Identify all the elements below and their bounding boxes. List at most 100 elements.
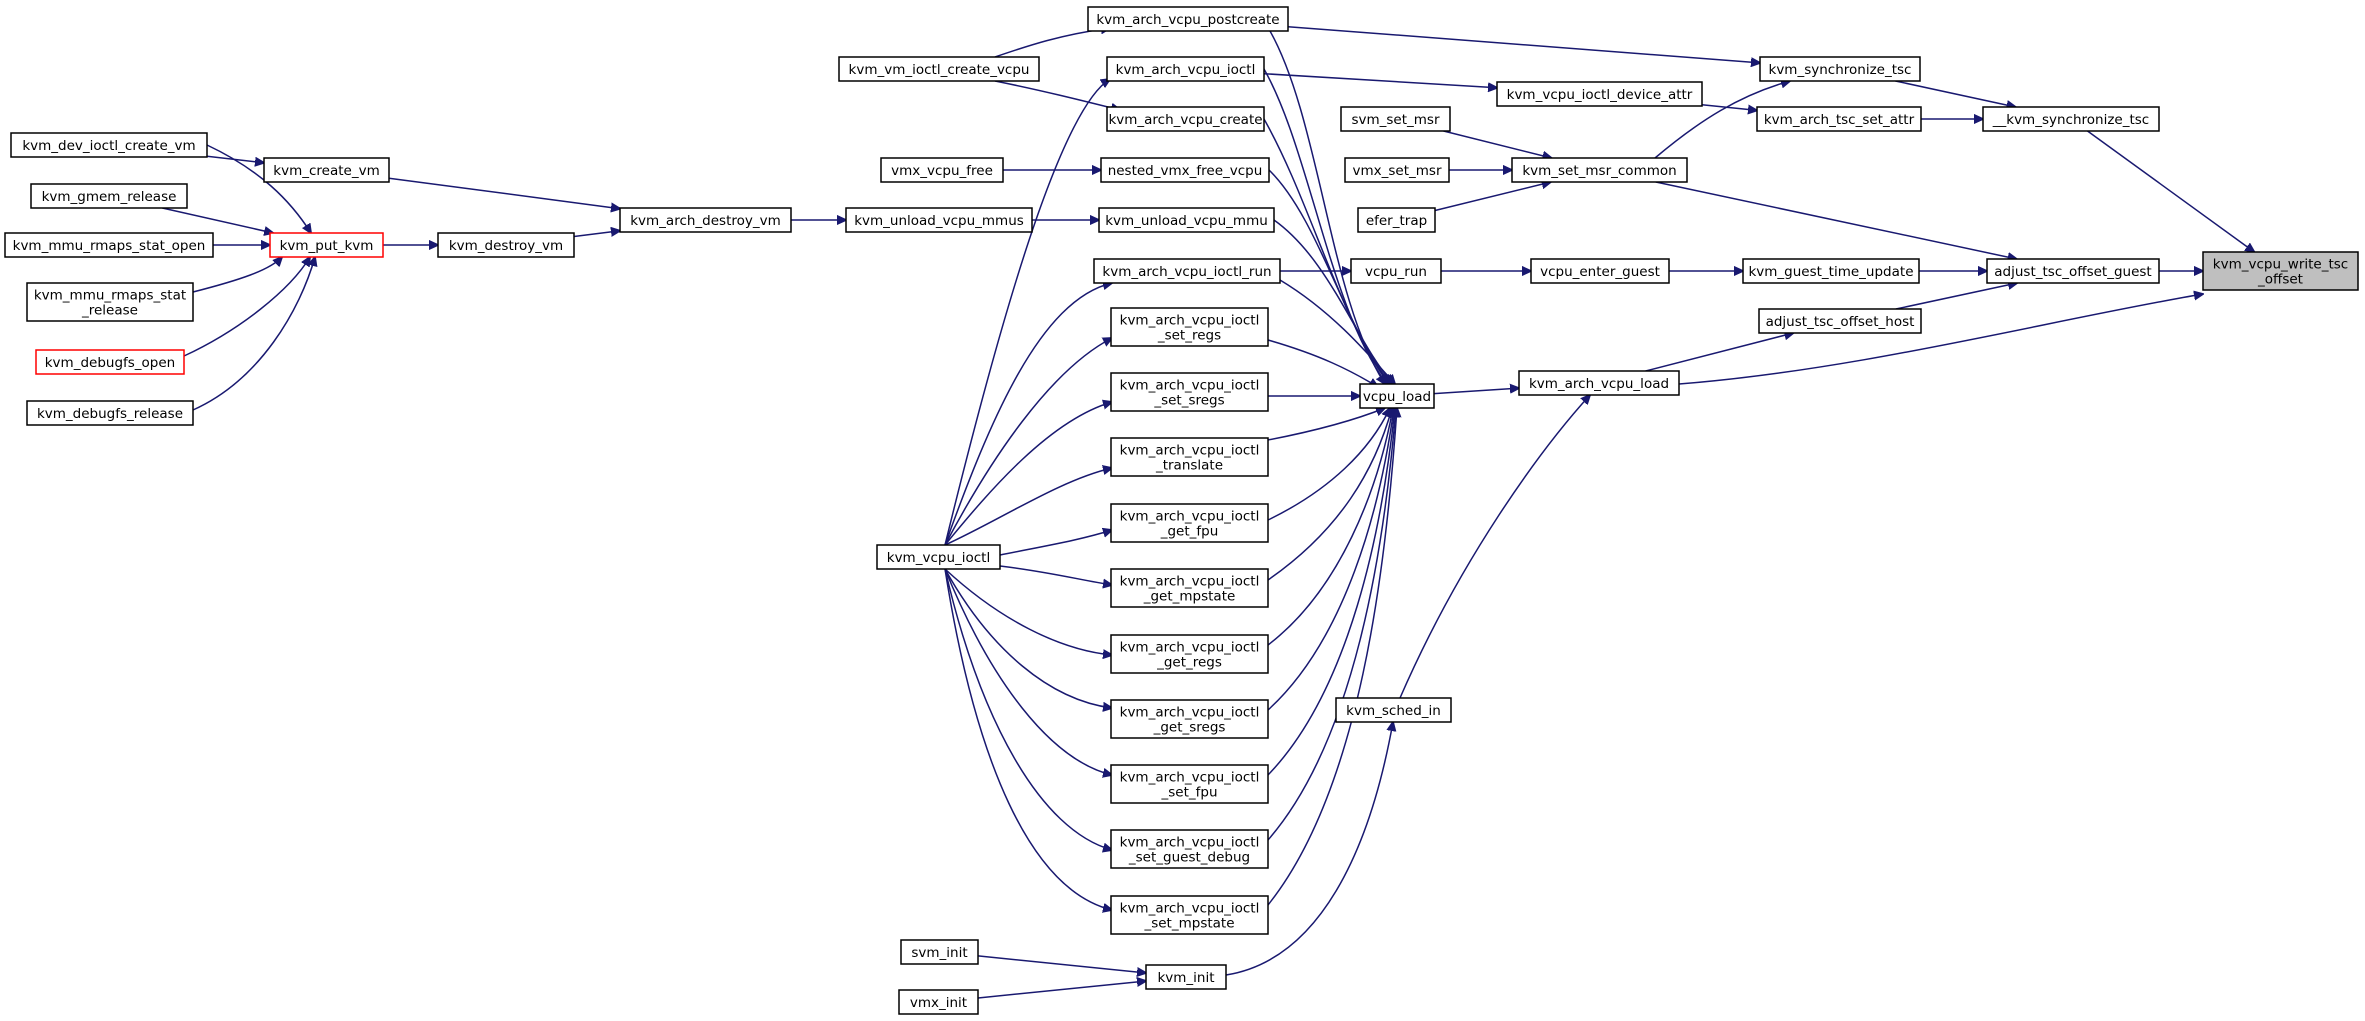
- node-label: vcpu_load: [1363, 389, 1431, 405]
- node-set-fpu[interactable]: kvm_arch_vcpu_ioctl_set_fpu: [1110, 764, 1269, 804]
- edge-line: [1267, 408, 1397, 906]
- node-kvm-vm-ioctl-create-vcpu[interactable]: kvm_vm_ioctl_create_vcpu: [838, 56, 1040, 82]
- edge-line: [1263, 68, 1387, 384]
- node-set-regs[interactable]: kvm_arch_vcpu_ioctl_set_regs: [1110, 307, 1269, 347]
- edge-kvm-sched-in-to-kvm-arch-vcpu-load: [1399, 395, 1590, 699]
- node-kvm-arch-vcpu-create[interactable]: kvm_arch_vcpu_create: [1106, 106, 1265, 132]
- edge-line: [388, 177, 620, 209]
- edge-line: [2087, 130, 2255, 252]
- edge-kvm-arch-vcpu-ioctl-to-kvm-vcpu-ioctl-device-attr: [1263, 72, 1497, 88]
- edge-set-fpu-to-vcpu-load: [1267, 408, 1395, 776]
- node-kvm-arch-vcpu-postcreate[interactable]: kvm_arch_vcpu_postcreate: [1087, 6, 1289, 32]
- node-kvm-synchronize-tsc[interactable]: __kvm_synchronize_tsc: [1982, 106, 2160, 132]
- edge-line: [1678, 294, 2203, 385]
- node-set-guest-debug[interactable]: kvm_arch_vcpu_ioctl_set_guest_debug: [1110, 829, 1269, 869]
- node-box: [1982, 106, 2160, 132]
- node-get-sregs[interactable]: kvm_arch_vcpu_ioctl_get_sregs: [1110, 699, 1269, 739]
- node-kvm-arch-tsc-set-attr[interactable]: kvm_arch_tsc_set_attr: [1756, 106, 1922, 132]
- node-box: [1110, 764, 1269, 804]
- node-label: adjust_tsc_offset_host: [1766, 314, 1915, 330]
- node-label: kvm_arch_vcpu_ioctl: [1120, 835, 1260, 851]
- node-label: _get_fpu: [1160, 524, 1219, 540]
- node-set-mpstate[interactable]: kvm_arch_vcpu_ioctl_set_mpstate: [1110, 895, 1269, 935]
- node-kvm-debugfs-open[interactable]: kvm_debugfs_open: [35, 349, 185, 375]
- node-kvm-synchronize-tsc[interactable]: kvm_synchronize_tsc: [1759, 56, 1921, 82]
- edge-line: [999, 565, 1112, 585]
- node-kvm-sched-in[interactable]: kvm_sched_in: [1335, 697, 1452, 723]
- node-box: [1986, 258, 2160, 284]
- node-get-mpstate[interactable]: kvm_arch_vcpu_ioctl_get_mpstate: [1110, 568, 1269, 608]
- node-box: [10, 132, 208, 158]
- node-kvm-mmu-rmaps-stat-open[interactable]: kvm_mmu_rmaps_stat_open: [4, 232, 214, 258]
- edge-line: [1654, 81, 1790, 159]
- node-kvm-unload-vcpu-mmu[interactable]: kvm_unload_vcpu_mmu: [1098, 207, 1275, 233]
- node-kvm-dev-ioctl-create-vm[interactable]: kvm_dev_ioctl_create_vm: [10, 132, 208, 158]
- node-label: kvm_arch_vcpu_postcreate: [1096, 12, 1279, 28]
- node-box: [1110, 568, 1269, 608]
- node-translate[interactable]: kvm_arch_vcpu_ioctl_translate: [1110, 437, 1269, 477]
- node-kvm-init[interactable]: kvm_init: [1145, 964, 1227, 990]
- node-kvm-gmem-release[interactable]: kvm_gmem_release: [30, 183, 188, 209]
- node-kvm-arch-vcpu-ioctl[interactable]: kvm_arch_vcpu_ioctl: [1106, 56, 1265, 82]
- edge-line: [944, 568, 1112, 708]
- node-kvm-vcpu-ioctl-device-attr[interactable]: kvm_vcpu_ioctl_device_attr: [1496, 81, 1703, 107]
- node-label: kvm_mmu_rmaps_stat_open: [13, 238, 206, 254]
- node-box: [1110, 895, 1269, 935]
- node-label: kvm_mmu_rmaps_stat: [34, 288, 186, 304]
- node-label: vmx_set_msr: [1353, 163, 1442, 179]
- node-box: [1518, 370, 1680, 396]
- node-label: kvm_unload_vcpu_mmu: [1105, 213, 1268, 229]
- node-label: kvm_synchronize_tsc: [1769, 62, 1912, 78]
- node-get-regs[interactable]: kvm_arch_vcpu_ioctl_get_regs: [1110, 634, 1269, 674]
- node-label: kvm_arch_vcpu_load: [1529, 376, 1669, 392]
- node-kvm-arch-destroy-vm[interactable]: kvm_arch_destroy_vm: [619, 207, 792, 233]
- edge-line: [206, 144, 311, 233]
- node-label: adjust_tsc_offset_guest: [1994, 264, 2151, 280]
- node-kvm-set-msr-common[interactable]: kvm_set_msr_common: [1511, 157, 1688, 183]
- node-label: kvm_arch_vcpu_ioctl: [1120, 640, 1260, 656]
- node-label: vcpu_run: [1365, 264, 1427, 280]
- node-adjust-tsc-offset-guest[interactable]: adjust_tsc_offset_guest: [1986, 258, 2160, 284]
- node-kvm-create-vm[interactable]: kvm_create_vm: [263, 157, 390, 183]
- node-box: [880, 157, 1004, 183]
- node-efer-trap[interactable]: efer_trap: [1357, 207, 1436, 233]
- node-vmx-set-msr[interactable]: vmx_set_msr: [1344, 157, 1450, 183]
- node-kvm-destroy-vm[interactable]: kvm_destroy_vm: [437, 232, 575, 258]
- node-box: [898, 989, 979, 1015]
- node-kvm-vcpu-ioctl[interactable]: kvm_vcpu_ioctl: [876, 544, 1001, 570]
- node-set-sregs[interactable]: kvm_arch_vcpu_ioctl_set_sregs: [1110, 372, 1269, 412]
- node-adjust-tsc-offset-host[interactable]: adjust_tsc_offset_host: [1758, 308, 1922, 334]
- node-vcpu-run[interactable]: vcpu_run: [1350, 258, 1442, 284]
- node-vmx-init[interactable]: vmx_init: [898, 989, 979, 1015]
- node-kvm-vcpu-write-tsc-offset[interactable]: kvm_vcpu_write_tsc_offset: [2202, 251, 2359, 291]
- node-kvm-put-kvm[interactable]: kvm_put_kvm: [269, 232, 384, 258]
- node-get-fpu[interactable]: kvm_arch_vcpu_ioctl_get_fpu: [1110, 503, 1269, 543]
- node-kvm-arch-vcpu-load[interactable]: kvm_arch_vcpu_load: [1518, 370, 1680, 396]
- edge-line: [977, 981, 1146, 999]
- node-kvm-arch-vcpu-ioctl-run[interactable]: kvm_arch_vcpu_ioctl_run: [1093, 258, 1281, 284]
- node-kvm-mmu-rmaps-stat-release[interactable]: kvm_mmu_rmaps_stat_release: [26, 282, 194, 322]
- node-box: [1357, 207, 1436, 233]
- node-kvm-guest-time-update[interactable]: kvm_guest_time_update: [1742, 258, 1920, 284]
- edge-kvm-vcpu-ioctl-to-get-sregs: [944, 568, 1112, 708]
- node-svm-init[interactable]: svm_init: [900, 939, 979, 965]
- node-vmx-vcpu-free[interactable]: vmx_vcpu_free: [880, 157, 1004, 183]
- edge-kvm-vcpu-ioctl-to-kvm-arch-vcpu-ioctl: [944, 79, 1110, 546]
- node-vcpu-enter-guest[interactable]: vcpu_enter_guest: [1530, 258, 1670, 284]
- node-box: [269, 232, 384, 258]
- edge-get-mpstate-to-vcpu-load: [1267, 408, 1392, 581]
- node-box: [1340, 106, 1451, 132]
- node-kvm-debugfs-release[interactable]: kvm_debugfs_release: [26, 400, 194, 426]
- node-vcpu-load[interactable]: vcpu_load: [1359, 383, 1435, 409]
- edge-line: [944, 283, 1112, 546]
- node-label: kvm_arch_vcpu_ioctl: [1120, 509, 1260, 525]
- node-label: kvm_vm_ioctl_create_vcpu: [849, 62, 1030, 78]
- edge-kvm-create-vm-to-kvm-arch-destroy-vm: [388, 177, 620, 209]
- node-box: [1350, 258, 1442, 284]
- node-kvm-unload-vcpu-mmus[interactable]: kvm_unload_vcpu_mmus: [845, 207, 1033, 233]
- edge-line: [944, 568, 1112, 775]
- node-svm-set-msr[interactable]: svm_set_msr: [1340, 106, 1451, 132]
- edge-line: [1433, 388, 1519, 395]
- node-label: kvm_arch_vcpu_ioctl: [1120, 901, 1260, 917]
- node-nested-vmx-free-vcpu[interactable]: nested_vmx_free_vcpu: [1100, 157, 1270, 183]
